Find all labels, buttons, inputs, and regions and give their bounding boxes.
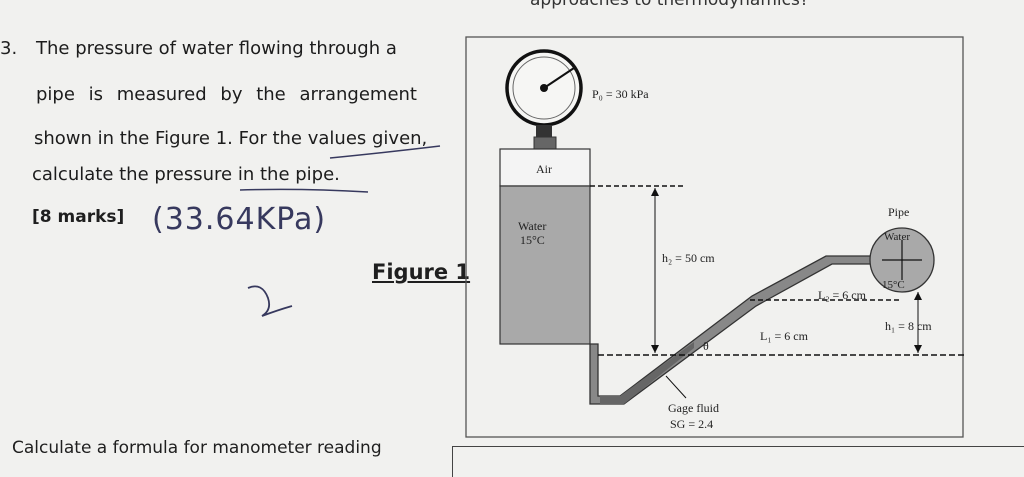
theta-label: θ [703,339,709,353]
tank-water-label: Water [518,219,546,233]
figure-label: Figure 1 [372,260,471,284]
question-line-3: shown in the Figure 1. For the values gi… [34,128,428,149]
L2-label: L₂ = 6 cm [818,288,867,302]
marks-label: [8 marks] [32,207,125,227]
underline-mark-values [329,145,441,159]
figure-frame [465,36,964,438]
gauge-pressure-label: P₀ = 30 kPa [592,87,649,101]
h2-label: h₂ = 50 cm [662,251,715,265]
handwritten-tick-mark [247,285,293,317]
L1-label: L₁ = 6 cm [760,329,809,343]
footer-question: Calculate a formula for manometer readin… [12,438,382,458]
sg-label: SG = 2.4 [670,417,713,431]
h1-label: h₁ = 8 cm [885,319,932,333]
pipe-label: Pipe [888,205,909,219]
handwritten-answer: (33.64KPa) [152,202,327,237]
air-label: Air [536,162,552,176]
question-line-4: calculate the pressure in the pipe. [32,164,340,185]
gauge-fitting [533,136,557,150]
gage-fluid-label: Gage fluid [668,401,719,415]
question-number: 3. [0,38,18,59]
question-line-2: pipe is measured by the arrangement [36,84,417,105]
answer-box[interactable] [452,446,1024,477]
water-tank [499,185,591,345]
tank-temp-label: 15°C [520,233,545,247]
manometer-tube [589,255,901,405]
gauge-needle [543,67,575,89]
question-line-1: The pressure of water flowing through a [36,38,397,59]
underline-mark-pipe [239,188,369,193]
header-cutoff-text: approaches to thermodynamics? [530,0,809,10]
pipe-temp-label: 15°C [882,279,905,291]
pipe-water-label: Water [884,231,910,243]
